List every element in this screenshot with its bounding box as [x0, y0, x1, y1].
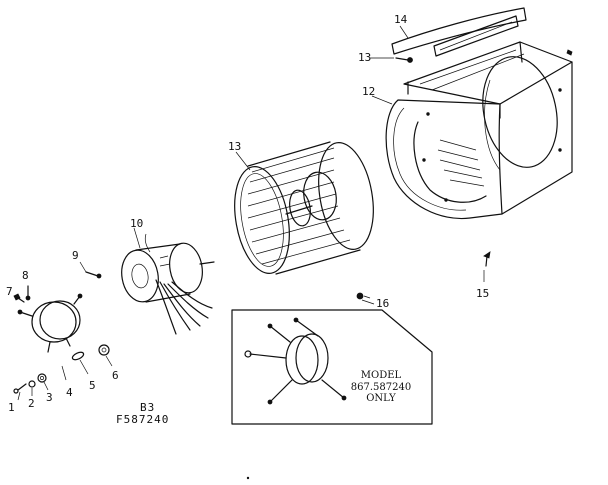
- caption-part-number: F587240: [116, 413, 170, 426]
- callout-12: 12: [362, 85, 376, 98]
- caption-line-1: B3: [140, 401, 156, 414]
- callout-13-screw: 13: [358, 51, 372, 64]
- diagram-caption: B3: [140, 401, 156, 414]
- inset-box: [231, 309, 433, 425]
- callout-13-wheel: 13: [228, 140, 242, 153]
- inset-note: MODEL 867.587240 ONLY: [336, 370, 426, 405]
- callout-9: 9: [72, 249, 79, 262]
- lead-wire: [85, 271, 102, 279]
- callout-1: 1: [8, 401, 15, 414]
- callout-2: 2: [28, 397, 35, 410]
- callout-10: 10: [130, 217, 144, 230]
- callout-6: 6: [112, 369, 119, 382]
- callout-3: 3: [46, 391, 53, 404]
- inset-note-line-2: 867.587240: [350, 381, 412, 393]
- callout-15: 15: [476, 287, 490, 300]
- blower-housing: [385, 41, 573, 220]
- callout-8: 8: [22, 269, 29, 282]
- screw-top: [395, 49, 573, 63]
- leader-lines: [17, 25, 485, 401]
- callout-5: 5: [89, 379, 96, 392]
- callout-4: 4: [66, 386, 73, 399]
- callout-7: 7: [6, 285, 13, 298]
- inset-note-line-1: MODEL: [360, 370, 402, 381]
- motor: [121, 233, 215, 335]
- cutoff-plate: [391, 7, 527, 57]
- callout-14: 14: [394, 13, 408, 26]
- motor-mount-band: [17, 293, 83, 353]
- page-speck: [246, 476, 250, 480]
- callout-16: 16: [376, 297, 390, 310]
- blower-wheel: [234, 141, 374, 275]
- small-hardware: [13, 251, 491, 394]
- inset-note-line-3: ONLY: [366, 393, 396, 404]
